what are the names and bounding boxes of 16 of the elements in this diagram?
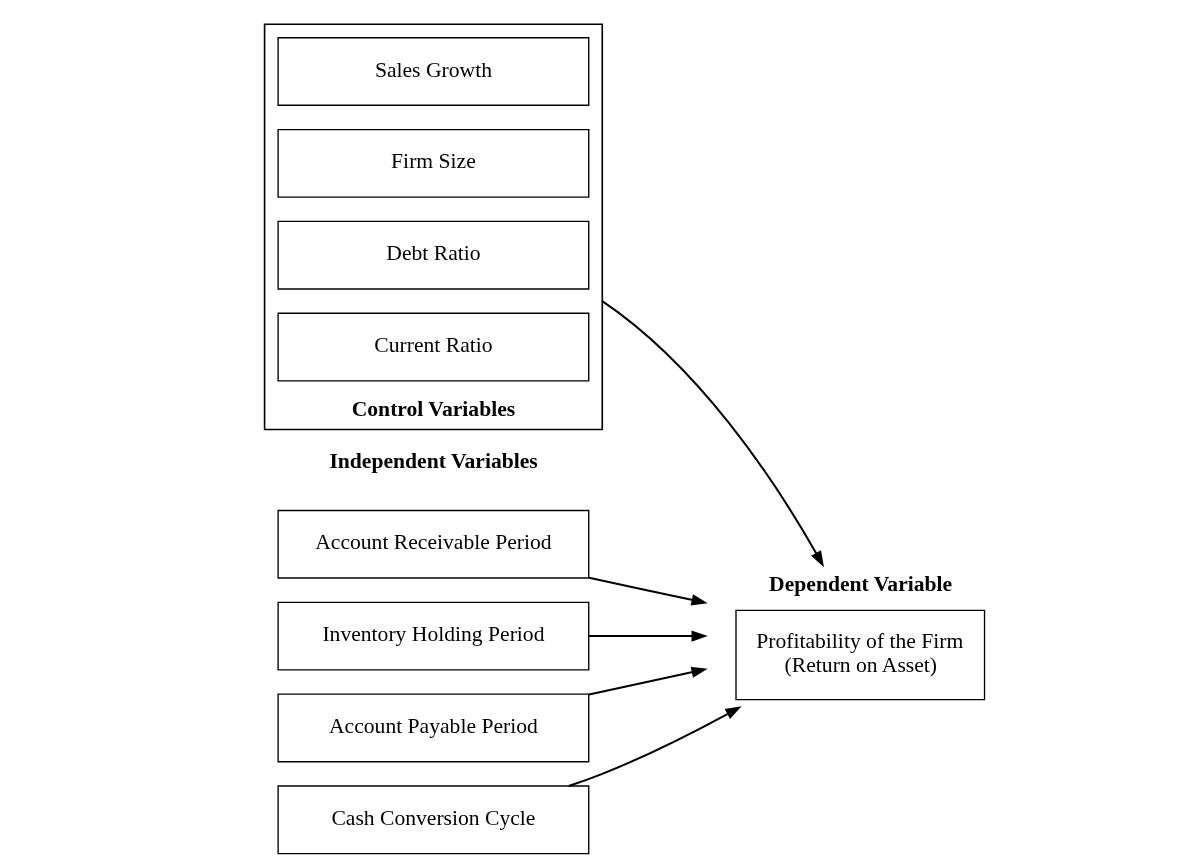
node-box: Cash Conversion Cycle [277, 785, 590, 855]
node-box: Inventory Holding Period [277, 601, 590, 671]
arrow [568, 706, 742, 787]
label: Independent Variables [329, 449, 538, 474]
node-box: Account Payable Period [277, 693, 590, 763]
arrow [589, 630, 708, 642]
node-label: Dependent Variable [769, 572, 953, 597]
arrow [588, 666, 708, 696]
arrow [601, 300, 824, 568]
arrow [588, 576, 708, 606]
node-box: Firm Size [277, 128, 590, 198]
node-box: Account Receivable Period [277, 509, 590, 579]
node-box: Sales Growth [277, 37, 590, 106]
node-box: Current Ratio [277, 312, 590, 382]
node-box: Profitability of the Firm (Return on Asset) [735, 609, 986, 701]
node-box: Debt Ratio [277, 220, 590, 290]
